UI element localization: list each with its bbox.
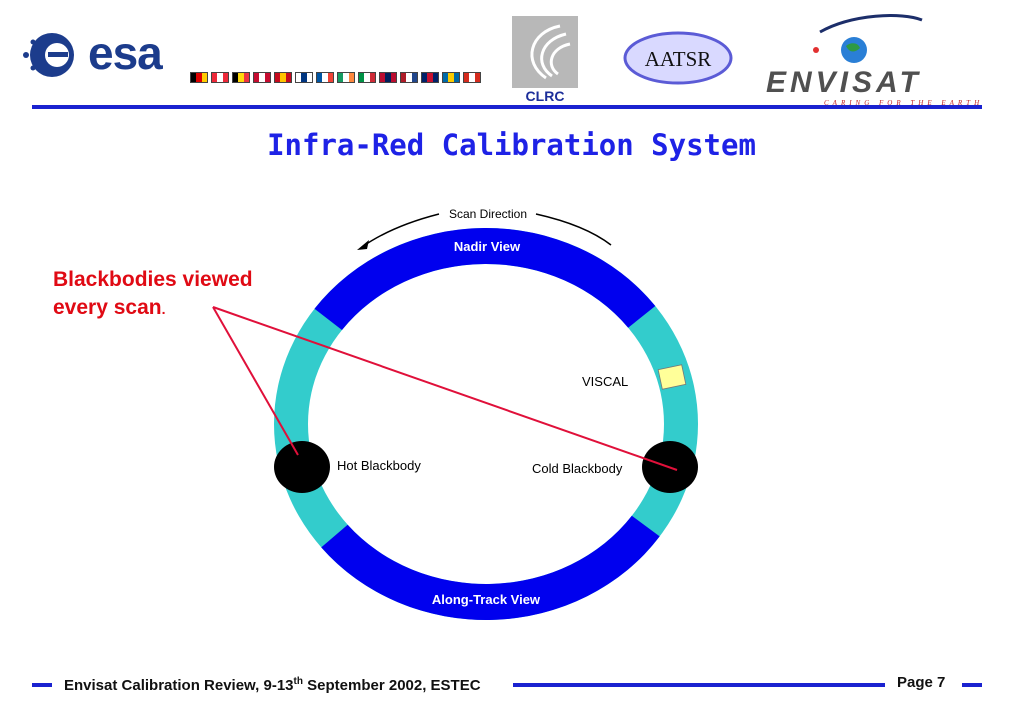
scan-direction-label: Scan Direction [449,207,527,221]
footer-rule-middle [513,683,885,687]
envisat-logo-icon: ENVISAT CARING FOR THE EARTH [766,14,983,107]
callout-line-2-text: every scan [53,296,162,319]
nadir-view-label: Nadir View [454,239,521,254]
footer-rules [32,683,982,687]
callout-line-2: every scan. [53,294,253,323]
envisat-logo-text: ENVISAT [766,66,922,99]
flag-icon [337,72,355,83]
pointer-line-cold [212,306,678,471]
blackbody-callout: Blackbodies viewed every scan. [53,266,253,323]
callout-line-1: Blackbodies viewed [53,268,253,291]
hot-blackbody [274,441,330,493]
header: esa CLRC AATSR ENVISAT CARING FOR THE EA… [0,0,1023,112]
flag-icon [358,72,376,83]
footer-rule-left [32,683,52,687]
flag-icon [400,72,418,83]
envisat-tagline: CARING FOR THE EARTH [824,99,983,107]
flag-icon [316,72,334,83]
footer-text: Envisat Calibration Review, 9-13th Septe… [64,676,481,694]
viscal-target [657,364,687,390]
flag-icon [232,72,250,83]
scan-ring [274,227,698,620]
clrc-logo-text: CLRC [526,88,565,102]
page-number: Page 7 [897,674,946,691]
aatsr-logo-icon: AATSR [623,31,733,85]
flag-icon [190,72,208,83]
scan-direction-arrowhead-icon [357,240,369,250]
flag-icon [253,72,271,83]
hot-blackbody-label: Hot Blackbody [337,458,421,473]
footer-text-main: Envisat Calibration Review, 9-13 [64,677,294,694]
clrc-logo-icon: CLRC [512,16,578,102]
member-state-flags [190,72,481,83]
flag-icon [274,72,292,83]
flag-icon [295,72,313,83]
viscal-label: VISCAL [582,374,628,389]
callout-line-2-suffix: . [161,301,166,317]
aatsr-logo-text: AATSR [645,47,712,71]
flag-icon [211,72,229,83]
flag-icon [442,72,460,83]
pointer-line-hot [212,306,299,456]
flag-icon [463,72,481,83]
cold-blackbody-label: Cold Blackbody [532,461,623,476]
footer-superscript: th [293,676,303,687]
flag-icon [379,72,397,83]
along-track-view-segment [321,515,660,620]
header-divider [32,105,982,109]
footer-text-tail: September 2002, ESTEC [302,677,481,694]
esa-logo-icon [23,33,74,77]
nadir-view-segment [314,227,656,330]
along-track-view-label: Along-Track View [432,592,541,607]
scan-direction-arc-right [535,213,612,246]
footer-rule-right [962,683,982,687]
esa-logo-text: esa [88,27,163,79]
flag-icon [421,72,439,83]
page-title: Infra-Red Calibration System [267,128,756,162]
